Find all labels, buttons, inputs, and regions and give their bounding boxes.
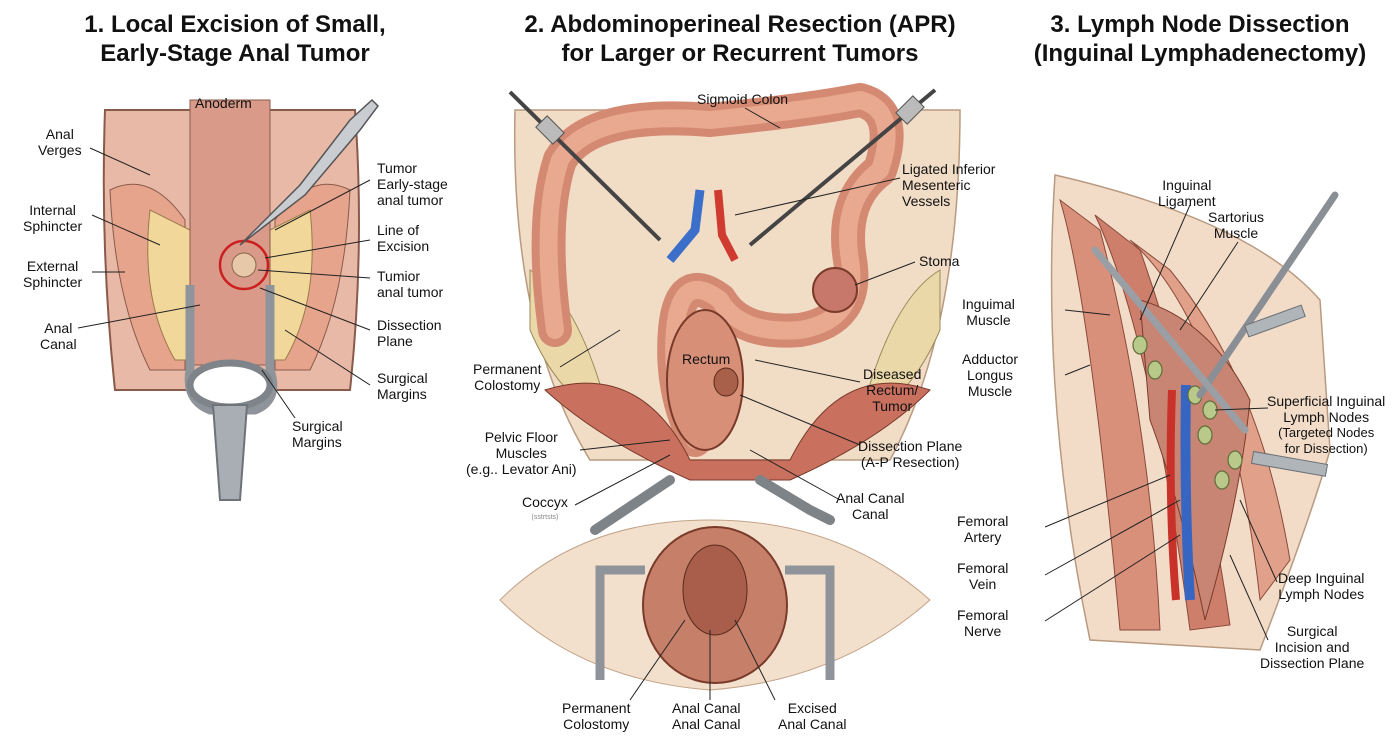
panel-title: 2. Abdominoperineal Resection (APR) for … [524, 11, 956, 67]
mesenteric-artery [714, 189, 739, 262]
panel-local-excision: 1. Local Excision of Small, Early-Stage … [0, 0, 470, 756]
anal-canal-lumen [189, 99, 271, 366]
retractor-side-lower [1250, 450, 1329, 477]
retractor-handle [211, 404, 249, 501]
stoma [812, 267, 858, 313]
label-anoderm: Anoderm [195, 95, 252, 111]
label-coccyx: Coccyx (sstrtsts) [522, 494, 568, 521]
panel1-leader-lines [77, 147, 371, 419]
apr-illustration [499, 83, 961, 701]
retractor-right [755, 475, 835, 525]
label-external-sphincter: External Sphincter [23, 258, 83, 290]
panel-title: 3. Lymph Node Dissection (Inguinal Lymph… [1033, 11, 1367, 67]
panel-apr: 2. Abdominoperineal Resection (APR) for … [460, 0, 1020, 756]
forceps [1196, 191, 1339, 399]
label-ligated-vessels: Ligated Inferior Mesenteric Vessels [902, 161, 996, 209]
label-surgical-margins-right: Surgical Margins [377, 370, 428, 402]
mesenteric-vein [666, 189, 705, 263]
label-surgical-incision: Surgical Incision and Dissection Plane [1260, 623, 1365, 671]
label-rectum: Rectum [682, 351, 731, 367]
perineal-retractor-right [785, 565, 835, 680]
label-adductor-longus: Adductor Longus Muscle [962, 351, 1019, 399]
internal-sphincter-left [147, 209, 191, 361]
excised-anal-canal [682, 544, 748, 636]
lymph-nodes [1132, 335, 1243, 490]
label-deep-inguinal-nodes: Deep Inguinal Lymph Nodes [1278, 570, 1365, 602]
retractor-left [590, 475, 675, 535]
label-anal-canal: Anal Canal [40, 320, 77, 352]
pelvic-floor-muscles [544, 382, 931, 481]
internal-sphincter-right [269, 209, 313, 361]
panel-lymph-node-dissection: 3. Lymph Node Dissection (Inguinal Lymph… [957, 0, 1400, 756]
femoral-artery [1166, 389, 1180, 601]
trocar-right [895, 95, 925, 125]
inguinal-illustration [1044, 174, 1339, 651]
retractor-loop [186, 359, 274, 411]
label-surgical-margins-bottom: Surgical Margins [292, 418, 343, 450]
anal-tumor [231, 252, 257, 278]
label-anal-verges: Anal Verges [38, 126, 82, 158]
label-femoral-vein: Femoral Vein [957, 560, 1009, 592]
label-anal-canal-bottom: Anal Canal Anal Canal [672, 700, 741, 732]
label-dissection-plane: Dissection Plane [377, 317, 442, 349]
laparoscope-left [508, 90, 662, 242]
trocar-left [535, 115, 565, 145]
label-anal-canal-upper: Anal Canal Canal [836, 490, 905, 522]
panel-title: 1. Local Excision of Small, Early-Stage … [84, 11, 386, 67]
label-permanent-colostomy-bottom: Permanent Colostomy [562, 700, 631, 732]
dissection-field [1139, 299, 1251, 621]
label-sigmoid-colon: Sigmoid Colon [697, 91, 789, 107]
label-diseased-rectum: Diseased Rectum/ Tumor [863, 366, 922, 414]
rectum [666, 309, 744, 451]
label-femoral-nerve: Femoral Nerve [957, 607, 1009, 639]
label-dissection-plane-apr: Dissection Plane (A-P Resection) [858, 438, 963, 470]
label-internal-sphincter: Internal Sphincter [23, 202, 83, 234]
panel2-leader-lines [559, 107, 916, 701]
label-line-of-excision: Line of Excision [377, 222, 430, 254]
sigmoid-colon-highlight [539, 91, 896, 449]
label-permanent-colostomy: Permanent Colostomy [473, 361, 542, 393]
label-inguimal-muscle: Inguimal Muscle [962, 296, 1015, 328]
label-sartorius-muscle: Sartorius Muscle [1208, 209, 1265, 241]
label-femoral-artery: Femoral Artery [957, 513, 1009, 545]
label-superficial-nodes: Superficial Inguinal Lymph Nodes (Target… [1267, 393, 1386, 456]
label-pelvic-floor-muscles: Pelvic Floor Muscles (e.g.. Levator Ani) [466, 429, 577, 477]
scalpel [239, 98, 379, 246]
label-excised-anal-canal: Excised Anal Canal [778, 700, 847, 732]
femoral-vein [1180, 384, 1195, 601]
retractor-side-upper [1244, 304, 1306, 338]
label-stoma: Stoma [919, 253, 960, 269]
sartorius-muscle [1129, 239, 1291, 602]
inguimal-muscle [1059, 198, 1161, 631]
panel3-leader-lines [1044, 204, 1278, 641]
retractor-upper [1091, 246, 1249, 434]
label-tumior: Tumior anal tumor [377, 268, 444, 300]
label-inguinal-ligament: Inguinal Ligament [1158, 177, 1216, 209]
label-tumor: Tumor Early-stage anal tumor [377, 160, 448, 208]
rectal-tumor [713, 367, 739, 397]
perineal-retractor-left [595, 565, 645, 680]
local-excision-illustration [77, 98, 379, 501]
